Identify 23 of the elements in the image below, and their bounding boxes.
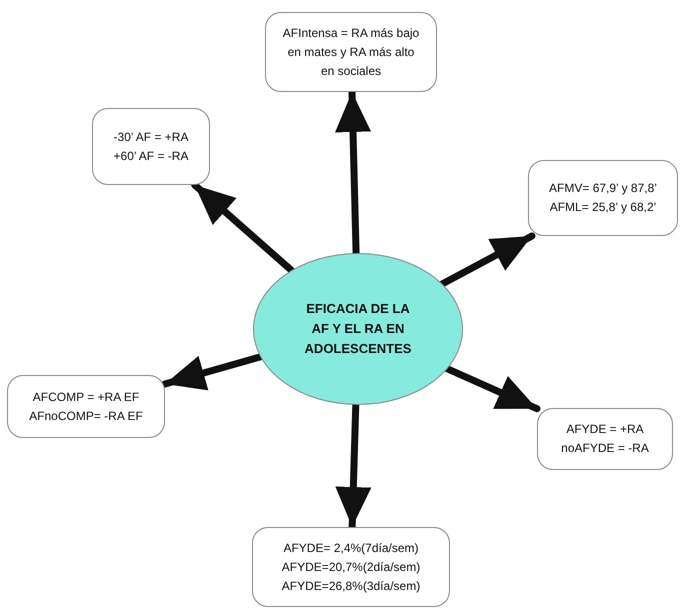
rounded-box: [528, 160, 678, 236]
rounded-box: [7, 375, 165, 438]
box-text: AFIntensa = RA más bajo en mates y RA más alto en sociales: [282, 24, 420, 80]
rounded-box: [252, 527, 450, 607]
arrow: [444, 365, 540, 412]
arrow: [162, 353, 264, 390]
box-text: AFCOMP = +RA EF: [32, 388, 140, 406]
title-text: EFICACIA DE LA AF Y EL RA EN ADOLESCENTES: [304, 300, 412, 358]
rounded-box: [537, 408, 673, 470]
box-text: AFYDE= 2,4%(7día/sem): [283, 540, 419, 556]
box-text: noAFYDE = -RA: [561, 440, 649, 457]
box-text: -30’ AF = +RA: [114, 128, 188, 146]
box-text: AFnoCOMP= -RA EF: [29, 408, 143, 424]
rounded-box: [265, 12, 437, 92]
box-text: AFYDE=20,7%(2día/sem): [282, 558, 420, 576]
box-text: AFML= 25,8’ y 68,2’: [550, 199, 656, 216]
arrow: [191, 182, 295, 274]
arrow: [438, 232, 536, 288]
rounded-box: [92, 108, 210, 185]
box-text: AFYDE=26,8%(3día/sem): [282, 578, 420, 594]
box-text: AFYDE = +RA: [566, 421, 644, 438]
box-text: AFMV= 67,9’ y 87,8’: [549, 180, 657, 197]
box-text: +60’ AF = -RA: [114, 148, 188, 164]
